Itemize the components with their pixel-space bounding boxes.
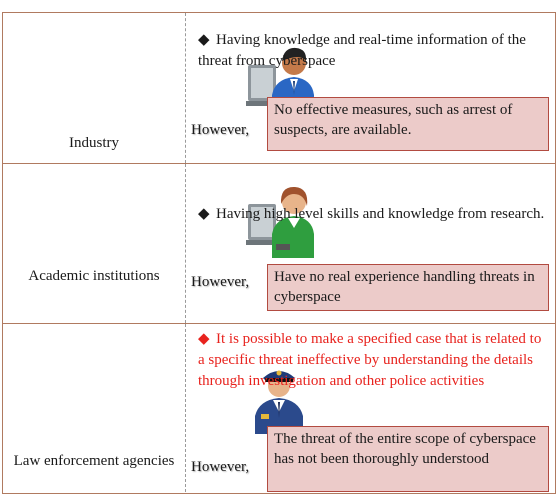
row-academic-institutions: Academic institutions ◆Having high level… [3, 163, 555, 323]
row-label: Academic institutions [28, 268, 160, 284]
diamond-bullet-icon: ◆ [198, 206, 210, 222]
row-label: Law enforcement agencies [13, 453, 175, 469]
limitation-box: No effective measures, such as arrest of… [267, 97, 549, 151]
limitation-box: The threat of the entire scope of cybers… [267, 426, 549, 492]
limitation-box: Have no real experience handling threats… [267, 264, 549, 311]
police-officer-icon [255, 370, 303, 434]
row-law-enforcement-agencies: Law enforcement agencies ◆It is possible… [3, 323, 555, 492]
column-divider [185, 13, 186, 163]
column-divider [185, 324, 186, 492]
row-label: Industry [69, 135, 119, 151]
column-divider [185, 164, 186, 323]
diamond-bullet-icon: ◆ [198, 331, 210, 347]
statement-text: ◆Having high level skills and knowledge … [198, 204, 548, 225]
researcher-at-computer-icon [246, 186, 314, 258]
comparison-table: Industry ◆Having knowledge and real-time… [2, 12, 556, 494]
statement-text: ◆Having knowledge and real-time informat… [198, 32, 526, 69]
statement-text: ◆It is possible to make a specified case… [198, 331, 542, 389]
however-label: However, [191, 122, 250, 138]
row-industry: Industry ◆Having knowledge and real-time… [3, 13, 555, 163]
however-label: However, [191, 459, 250, 475]
diamond-bullet-icon: ◆ [198, 32, 210, 48]
however-label: However, [191, 274, 250, 290]
